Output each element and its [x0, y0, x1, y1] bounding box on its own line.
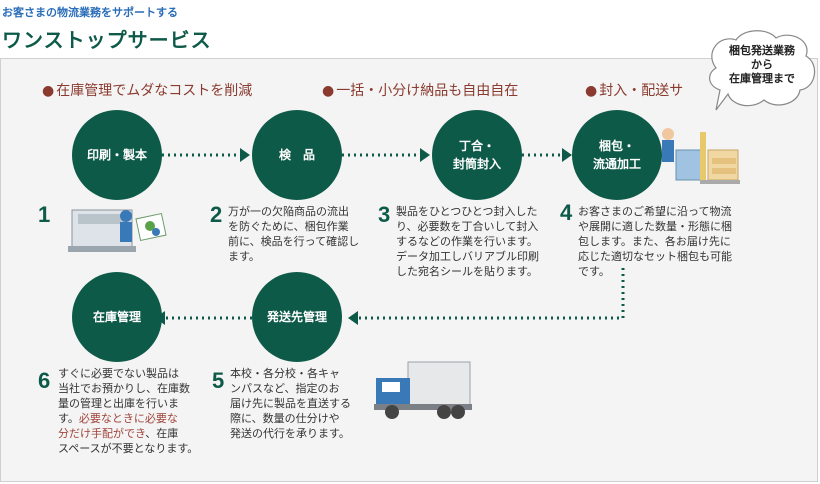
feature-delivery: ●一括・小分け納品も自由自在: [322, 83, 519, 99]
step-description-inspection: 万が一の欠陥商品の流出を防ぐために、梱包作業前に、検品を行って確認します。: [228, 205, 360, 263]
feature-inventory: ●在庫管理でムダなコストを削減: [42, 83, 253, 99]
step-circle-inventory: 在庫管理: [72, 272, 162, 362]
step-circle-shipping: 発送先管理: [252, 272, 342, 362]
speech-bubble-text: 梱包発送業務 から 在庫管理まで: [729, 44, 795, 85]
step-number: 3: [378, 202, 391, 227]
step-description-collating: 製品をひとつひとつ封入したり、必要数を丁合いして封入するなどの作業を行います。デ…: [396, 205, 539, 278]
page-title: ワンストップサービス: [2, 28, 212, 52]
page-subtitle: お客さまの物流業務をサポートする: [2, 6, 178, 19]
warehouse-worker-icon: [662, 128, 740, 184]
delivery-truck-icon: [374, 361, 472, 419]
step-circle-inspection: 検 品: [252, 110, 342, 200]
step-circle-collating: 丁合・封筒封入: [432, 110, 522, 200]
step-number: 4: [560, 200, 573, 225]
step-description-inventory: すぐに必要でない製品は 当社でお預かりし、在庫数 量の管理と出庫を行いま す。必…: [58, 367, 199, 455]
step-description-packing: お客さまのご希望に沿って物流や展開に適した数量・形態に梱包します。また、各お届け…: [578, 205, 732, 278]
step-number: 1: [38, 202, 51, 227]
feature-packing: ●封入・配送サ: [585, 83, 684, 99]
step-number: 2: [210, 202, 223, 227]
step-description-shipping: 本校・各分校・各キャンパスなど、指定のお届け先に製品を直送する際に、数量の仕分け…: [230, 367, 351, 440]
step-number: 5: [212, 368, 225, 393]
speech-bubble-icon: [709, 30, 816, 111]
step-circle-packing: 梱包・流通加工: [572, 110, 662, 200]
step-number: 6: [38, 368, 51, 393]
printing-machine-icon: [68, 209, 167, 252]
step-circle-printing: 印刷・製本: [72, 110, 162, 200]
